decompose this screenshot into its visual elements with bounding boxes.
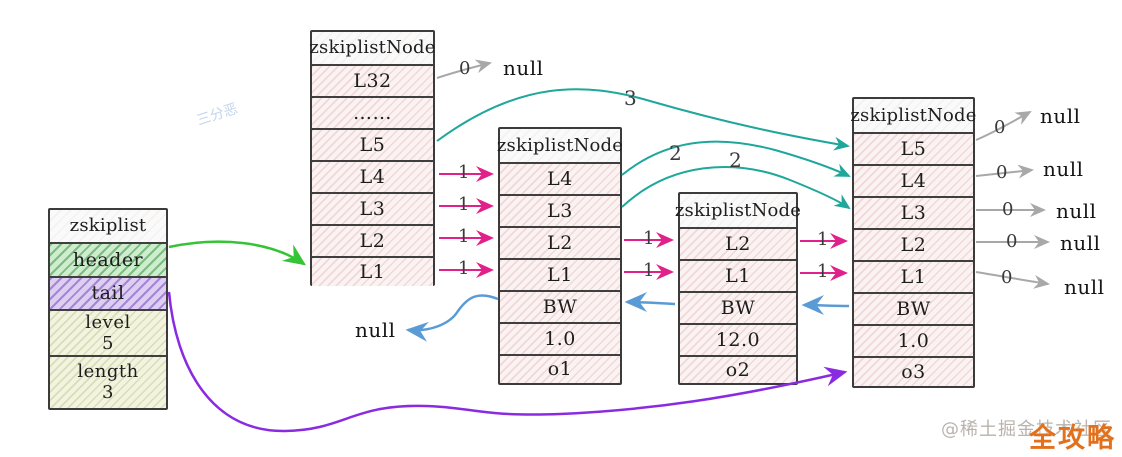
- label-span0-top: 0: [459, 58, 471, 79]
- watermark-overlay: 全攻略: [1029, 423, 1116, 454]
- node3-cell-score: 12.0: [680, 323, 796, 355]
- node2-cell-bw: BW: [500, 290, 620, 322]
- node4-cell-l5: L5: [854, 132, 973, 164]
- zskiplist-struct-box: zskiplist header tail level 5 length 3: [48, 208, 168, 410]
- label-one-8: 1: [817, 261, 829, 282]
- level-value: 5: [102, 332, 114, 354]
- label-one-7: 1: [817, 229, 829, 250]
- node3-cell-l2: L2: [680, 227, 796, 259]
- node4-cell-l2: L2: [854, 228, 973, 260]
- zskiplist-level-cell: level 5: [50, 309, 166, 355]
- null-label-l5: null: [1040, 104, 1081, 128]
- zskiplist-tail-cell: tail: [50, 276, 166, 309]
- arrow-header-to-node1: [168, 240, 307, 266]
- node2-cell-l1: L1: [500, 258, 620, 290]
- label-zero-l4: 0: [996, 162, 1008, 183]
- skiplist-node-3: zskiplistNode L2 L1 BW 12.0 o2: [675, 192, 801, 385]
- level-label: level: [85, 311, 131, 333]
- node2-cell-score: 1.0: [500, 322, 620, 354]
- node1-cell-l4: L4: [312, 160, 433, 192]
- node2-cell-l3: L3: [500, 194, 620, 226]
- length-label: length: [77, 361, 139, 382]
- label-span2-a: 2: [669, 141, 682, 165]
- skiplist-node-2: zskiplistNode L4 L3 L2 L1 BW 1.0 o1: [497, 127, 623, 385]
- node4-cell-l1: L1: [854, 260, 973, 292]
- node3-cell-l1: L1: [680, 259, 796, 291]
- node1-cell-l3: L3: [312, 192, 433, 224]
- node4-cell-l3: L3: [854, 196, 973, 228]
- node1-cell-l5: L5: [312, 128, 433, 160]
- length-value: 3: [102, 382, 114, 403]
- null-label-backward: null: [355, 318, 396, 342]
- node4-cell-bw: BW: [854, 292, 973, 324]
- zskiplist-title: zskiplist: [50, 210, 166, 242]
- node2-cell-l4: L4: [500, 162, 620, 194]
- null-label-l3: null: [1056, 199, 1097, 223]
- null-label-l4: null: [1043, 157, 1084, 181]
- null-label-top: null: [503, 56, 544, 80]
- label-span2-b: 2: [729, 148, 742, 172]
- arrow-n2bw-null: [405, 294, 499, 342]
- node1-cell-l1: L1: [312, 256, 433, 286]
- label-one-4: 1: [458, 258, 470, 279]
- zskiplist-length-cell: length 3: [50, 355, 166, 408]
- label-span3: 3: [624, 86, 637, 110]
- node4-cell-obj: o3: [854, 356, 973, 386]
- node4-cell-l4: L4: [854, 164, 973, 196]
- node1-title: zskiplistNode: [309, 32, 435, 64]
- label-zero-l5: 0: [994, 117, 1006, 138]
- label-one-3: 1: [458, 226, 470, 247]
- arrow-n4bw-n3bw: [801, 295, 850, 316]
- label-zero-l2: 0: [1006, 231, 1018, 252]
- label-one-1: 1: [458, 162, 470, 183]
- node2-cell-l2: L2: [500, 226, 620, 258]
- label-one-6: 1: [643, 260, 655, 281]
- node1-cell-l2: L2: [312, 224, 433, 256]
- label-one-2: 1: [458, 194, 470, 215]
- skiplist-node-4: zskiplistNode L5 L4 L3 L2 L1 BW 1.0 o3: [850, 97, 976, 388]
- label-one-5: 1: [643, 228, 655, 249]
- node3-cell-bw: BW: [680, 291, 796, 323]
- watermark-author: 三分恶: [194, 100, 240, 130]
- label-zero-l3: 0: [1002, 199, 1014, 220]
- node2-cell-obj: o1: [500, 354, 620, 383]
- node1-cell-ellipsis: ……: [312, 96, 433, 128]
- null-label-l2: null: [1060, 231, 1101, 255]
- node1-cell-l32: L32: [312, 64, 433, 96]
- zskiplist-header-cell: header: [50, 242, 166, 276]
- node4-cell-score: 1.0: [854, 324, 973, 356]
- node3-title: zskiplistNode: [675, 194, 801, 227]
- watermark-site: @稀土掘金技术社区: [941, 419, 1112, 440]
- label-zero-l1: 0: [1001, 267, 1013, 288]
- null-label-l1: null: [1064, 275, 1105, 299]
- skiplist-node-1: zskiplistNode L32 …… L5 L4 L3 L2 L1: [309, 30, 435, 286]
- node3-cell-obj: o2: [680, 355, 796, 383]
- node2-title: zskiplistNode: [497, 129, 623, 162]
- arrow-n3bw-n2bw: [624, 292, 676, 313]
- node4-title: zskiplistNode: [850, 99, 976, 132]
